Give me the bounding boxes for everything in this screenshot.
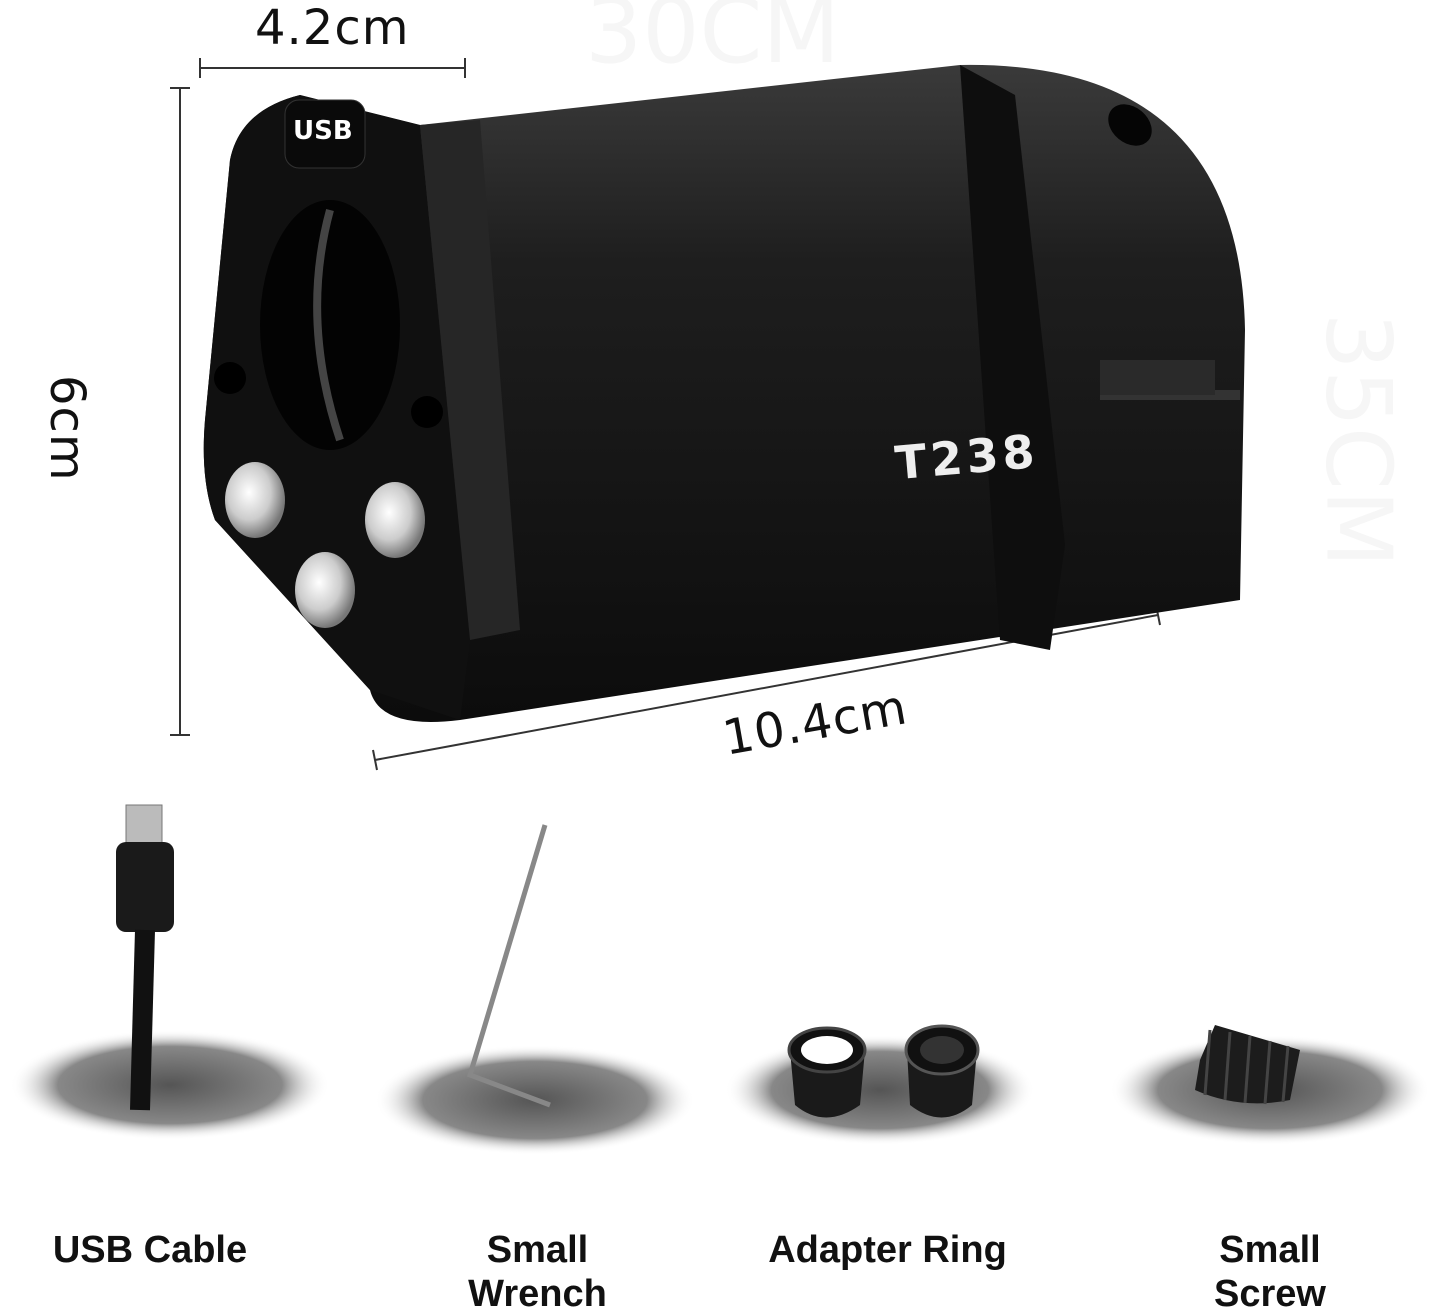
watermark-top: 30CM xyxy=(585,0,841,84)
led-icon xyxy=(365,482,425,558)
watermark-side: 35CM xyxy=(1305,312,1411,568)
device-body xyxy=(203,64,1245,723)
accessory-label-adapter-ring: Adapter Ring xyxy=(768,1229,1007,1271)
diameter-dimension: 4.2cm xyxy=(255,0,410,56)
screw-image xyxy=(1195,1025,1300,1105)
led-icon xyxy=(295,552,355,628)
port-label: USB xyxy=(293,116,353,146)
led-icon xyxy=(225,462,285,538)
accessory-label-small-screw: Small Screw xyxy=(1214,1229,1326,1315)
height-dimension: 6cm xyxy=(39,375,95,482)
usb-cable-image xyxy=(116,804,174,1111)
adapter-ring-image xyxy=(787,1024,980,1118)
accessory-label-usb-cable: USB Cable xyxy=(52,1229,248,1271)
wrench-image xyxy=(466,824,551,1108)
accessory-label-small-wrench: Small Wrench xyxy=(468,1229,607,1315)
